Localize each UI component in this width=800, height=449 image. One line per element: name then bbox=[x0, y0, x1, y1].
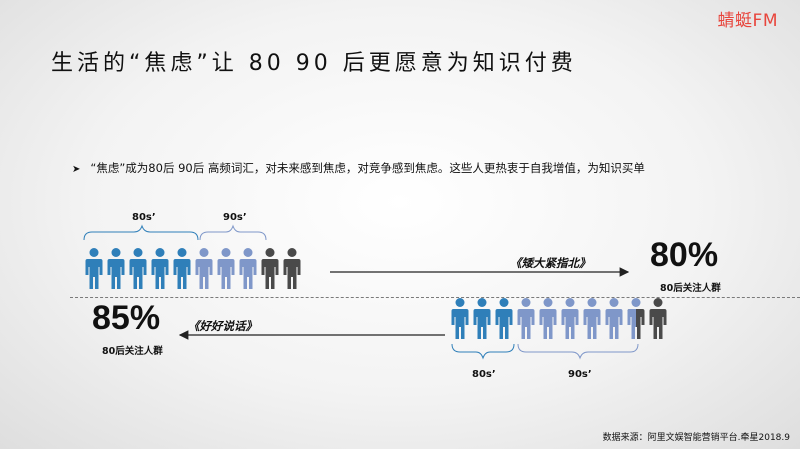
person-icon bbox=[85, 248, 103, 289]
person-icon bbox=[605, 298, 623, 339]
person-icon bbox=[151, 248, 169, 289]
person-icon bbox=[283, 248, 301, 289]
top-80s-bracket bbox=[83, 224, 199, 241]
bullet-arrow-icon: ➤ bbox=[72, 164, 81, 175]
person-icon bbox=[217, 248, 235, 289]
person-icon bbox=[539, 298, 557, 339]
person-icon bbox=[583, 298, 601, 339]
top-90s-label: 90s’ bbox=[223, 212, 247, 223]
person-icon bbox=[239, 248, 257, 289]
top-book-title: 《矮大紧指北》 bbox=[510, 256, 591, 270]
person-icon bbox=[495, 298, 513, 339]
person-icon bbox=[649, 298, 667, 339]
person-icon bbox=[261, 248, 279, 289]
section-divider bbox=[70, 297, 800, 298]
person-icon bbox=[195, 248, 213, 289]
bullet-text: “焦虑”成为80后 90后 高频词汇，对未来感到焦虑，对竞争感到焦虑。这些人更热… bbox=[90, 161, 645, 175]
top-percent: 80% bbox=[650, 236, 719, 274]
slide-title: 生活的“焦虑”让 80 90 后更愿意为知识付费 bbox=[51, 51, 577, 76]
bottom-caption: 80后关注人群 bbox=[102, 346, 163, 357]
bullet-point: ➤ “焦虑”成为80后 90后 高频词汇，对未来感到焦虑，对竞争感到焦虑。这些人更… bbox=[72, 160, 645, 176]
bottom-people-row bbox=[451, 298, 667, 339]
person-icon bbox=[517, 298, 535, 339]
bottom-percent: 85% bbox=[92, 299, 161, 337]
person-icon bbox=[107, 248, 125, 289]
person-icon bbox=[173, 248, 191, 289]
person-icon bbox=[561, 298, 579, 339]
top-people-row bbox=[85, 248, 301, 289]
person-icon bbox=[473, 298, 491, 339]
data-source: 数据来源：阿里文娱智能营销平台.牵星2018.9 bbox=[602, 433, 790, 443]
top-90s-bracket bbox=[199, 224, 267, 241]
bottom-80s-label: 80s’ bbox=[472, 369, 496, 380]
person-icon bbox=[451, 298, 469, 339]
bottom-book-title: 《好好说话》 bbox=[188, 319, 257, 333]
bottom-80s-bracket bbox=[451, 343, 515, 360]
top-caption: 80后关注人群 bbox=[660, 283, 721, 294]
bottom-90s-bracket bbox=[517, 343, 639, 360]
top-80s-label: 80s’ bbox=[132, 212, 156, 223]
person-icon bbox=[129, 248, 147, 289]
brand-logo: 蜻蜓FM bbox=[717, 11, 778, 31]
person-icon bbox=[627, 298, 645, 339]
bottom-90s-label: 90s’ bbox=[568, 369, 592, 380]
